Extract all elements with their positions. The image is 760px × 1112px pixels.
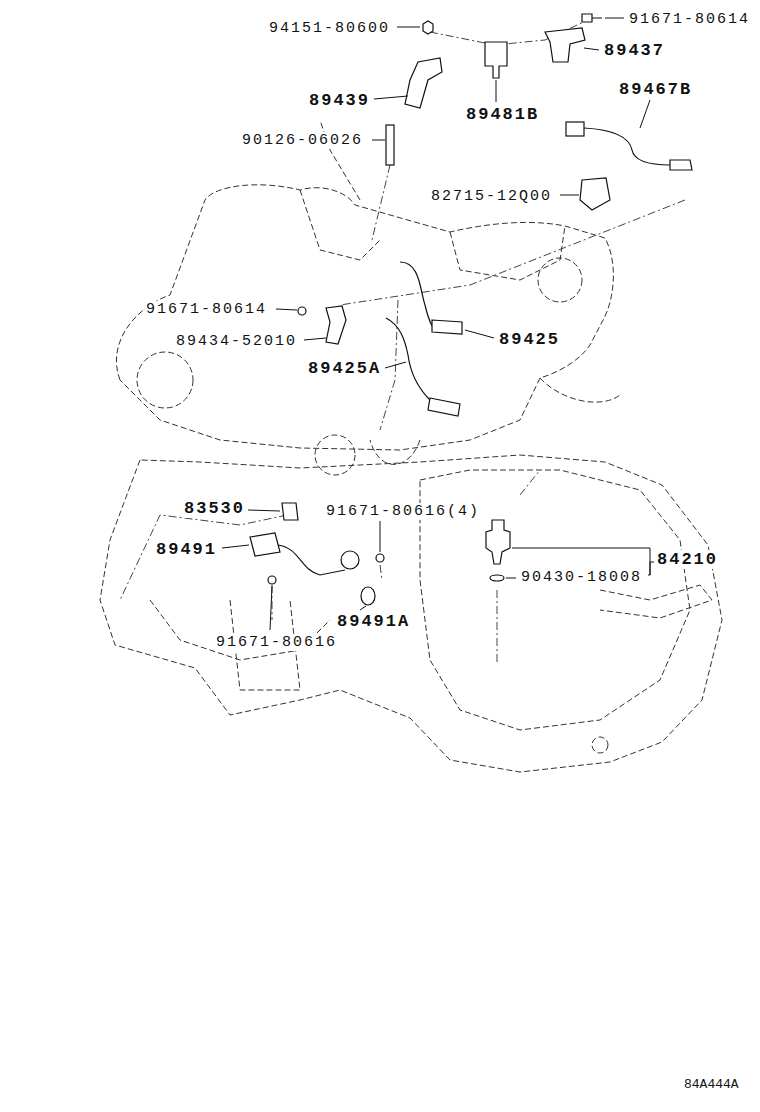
part-number: 91671-80614	[145, 301, 268, 318]
bolt	[298, 307, 306, 315]
leader-line	[560, 195, 579, 196]
engine-outline	[100, 120, 722, 772]
leader-line	[640, 100, 650, 128]
leader-line	[397, 27, 420, 28]
sensor	[250, 533, 280, 556]
part-number: 94151-80600	[268, 20, 391, 37]
connector	[566, 122, 584, 136]
part-number: 89439	[308, 91, 371, 110]
leader-line	[222, 545, 249, 548]
assembly-line	[120, 515, 287, 600]
bolt	[376, 554, 384, 562]
bracket	[405, 58, 442, 108]
switch	[282, 503, 298, 520]
sensor-wire	[278, 545, 345, 575]
part-number: 83530	[183, 499, 246, 518]
pipe-outline	[320, 120, 620, 464]
sensor-probe	[428, 398, 460, 416]
pulley-outline	[315, 435, 355, 475]
leader-line	[380, 521, 381, 552]
leader-line	[584, 48, 599, 50]
assembly-line	[520, 470, 540, 495]
sensor-wire	[584, 128, 670, 165]
assembly-line	[372, 165, 390, 240]
sensor	[341, 551, 359, 569]
sensor-wire	[386, 318, 430, 400]
leader-line	[605, 18, 624, 19]
bolt	[582, 14, 602, 22]
leader-line	[496, 80, 497, 102]
parts	[250, 14, 692, 605]
assembly-lines	[120, 20, 685, 665]
part-number: 89491A	[336, 612, 411, 631]
part-number: 89434-52010	[175, 333, 298, 350]
bolt	[268, 576, 276, 584]
leader-line	[506, 578, 516, 579]
leader-lines	[222, 18, 654, 630]
sensor	[485, 42, 507, 78]
bracket	[545, 28, 585, 62]
part-number: 89491	[155, 540, 218, 559]
leader-line	[385, 362, 406, 368]
pulley-outline	[538, 258, 582, 302]
assembly-line	[340, 200, 685, 305]
part-number: 89425A	[307, 359, 382, 378]
leader-line	[465, 330, 494, 338]
part-number: 89425	[498, 330, 561, 349]
part-number: 91671-80614	[628, 11, 751, 28]
sensor-probe	[670, 160, 692, 170]
part-number: 91671-80616(4)	[325, 503, 481, 520]
block-outline	[100, 455, 722, 772]
leader-line	[270, 586, 272, 630]
figure-code: 84A444A	[683, 1077, 740, 1092]
shaft-outline	[600, 585, 712, 618]
intake-outline	[116, 185, 613, 450]
nut	[423, 21, 433, 34]
switch	[486, 520, 510, 564]
part-number: 90126-06026	[241, 132, 364, 149]
sensor-wire	[400, 262, 432, 326]
bolt	[386, 125, 394, 165]
part-number: 89437	[603, 41, 666, 60]
sensor-probe	[432, 320, 462, 334]
part-number: 90430-18008	[520, 569, 643, 586]
part-number: 82715-12Q00	[430, 188, 553, 205]
leader-line	[360, 606, 366, 610]
part-number: 89467B	[618, 80, 693, 99]
leader-line	[248, 510, 280, 511]
bolt-outline	[592, 737, 608, 753]
part-number: 91671-80616	[215, 634, 338, 651]
gasket	[490, 575, 504, 581]
leader-line	[276, 309, 297, 310]
pulley-outline	[137, 352, 193, 408]
leader-line	[372, 140, 385, 141]
bracket	[326, 306, 346, 344]
part-number: 89481B	[465, 105, 540, 124]
leader-line	[304, 338, 326, 340]
part-number: 84210	[656, 550, 719, 569]
o-ring	[361, 587, 375, 605]
leader-line	[374, 96, 408, 99]
clamp	[580, 178, 610, 210]
